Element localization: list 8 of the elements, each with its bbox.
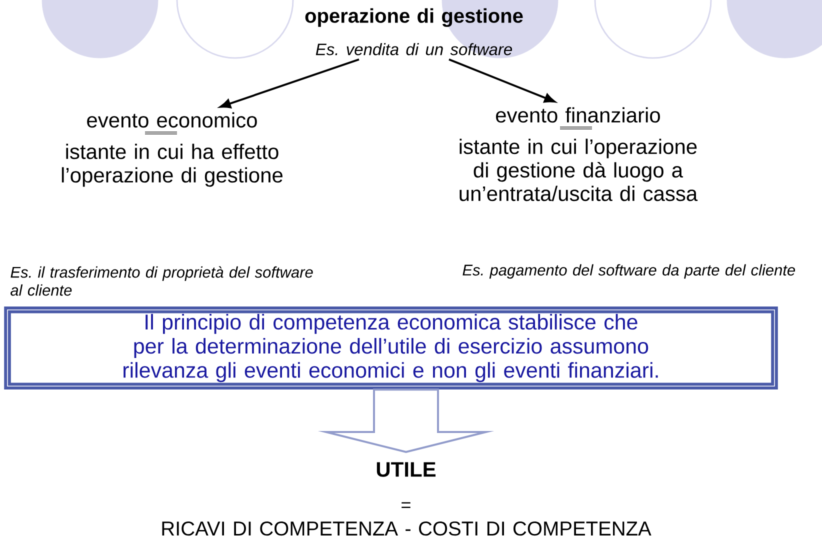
event-text: evento finanziario istante in cui l’operazione di gestione dà luogo a un’entrata/uscita di cassa [460,107,698,202]
principle-box: Il principio di competenza economica stabilisce che per la determinazione dell’utile di esercizio assumono rilevanza gli eventi economici e non gli eventi finanziari. [4,306,778,390]
example-text: Es. pagamento del software da parte del cliente [462,264,795,279]
formula-text: UTILE = RICAVI DI COMPETENZA - COSTI DI COMPETENZA [162,462,652,536]
event-text: evento economico istante in cui ha effetto l’operazione di gestione [62,112,282,187]
operation-heading: operazione di gestione Es. vendita di un software [305,8,523,56]
arrow [220,58,360,108]
arrow [448,58,556,103]
